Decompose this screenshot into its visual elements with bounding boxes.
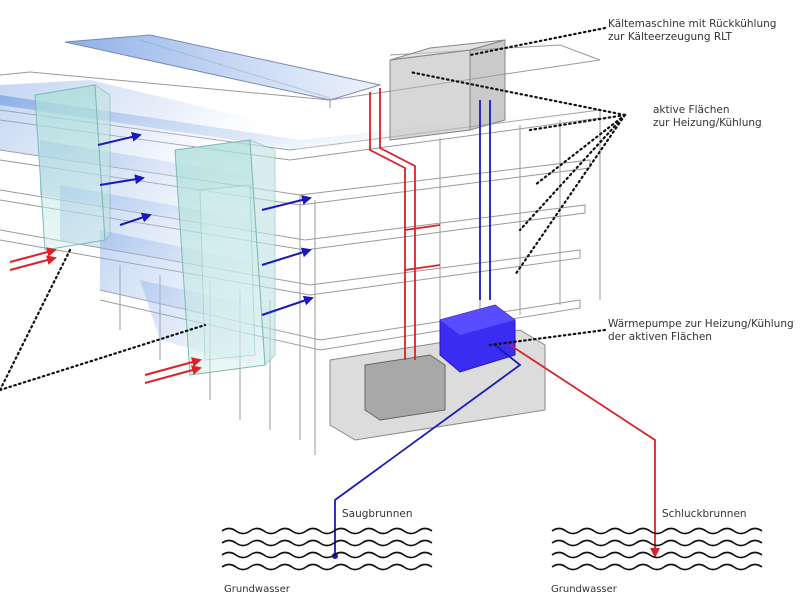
chiller-unit: [389, 39, 506, 141]
active-surfaces-label-line1: aktive Flächen: [653, 104, 730, 116]
blue-air-arrows: [97, 131, 314, 316]
chiller-label-line1: Kältemaschine mit Rückkühlung: [608, 18, 777, 30]
groundwater-label-right: Grundwasser: [551, 584, 617, 595]
chiller-label: Kältemaschine mit Rückkühlung zur Kältee…: [608, 18, 776, 44]
heat-pump-label-line2: der aktiven Flächen: [608, 331, 712, 343]
groundwater-label-left: Grundwasser: [224, 584, 290, 595]
red-air-arrows: [9, 247, 202, 384]
suction-well-label: Saugbrunnen: [342, 508, 413, 520]
glass-cores: [34, 84, 276, 376]
heat-pump-label-line1: Wärmepumpe zur Heizung/Kühlung: [608, 318, 794, 330]
groundwater-waves-left: [221, 527, 433, 571]
leader-lines: [0, 26, 627, 392]
heat-pump-label: Wärmepumpe zur Heizung/Kühlung der aktiv…: [608, 318, 794, 344]
chiller-label-line2: zur Kälteerzeugung RLT: [608, 31, 732, 43]
heat-pump-unit: [439, 304, 516, 373]
supply-pipes-red: [369, 88, 656, 555]
groundwater-waves-right: [551, 527, 763, 571]
active-surfaces-label: aktive Flächen zur Heizung/Kühlung: [653, 104, 762, 130]
return-pipes-blue: [334, 100, 522, 555]
injection-well-label: Schluckbrunnen: [662, 508, 747, 520]
roof-slab: [64, 34, 382, 101]
active-surfaces-label-line2: zur Heizung/Kühlung: [653, 117, 762, 129]
